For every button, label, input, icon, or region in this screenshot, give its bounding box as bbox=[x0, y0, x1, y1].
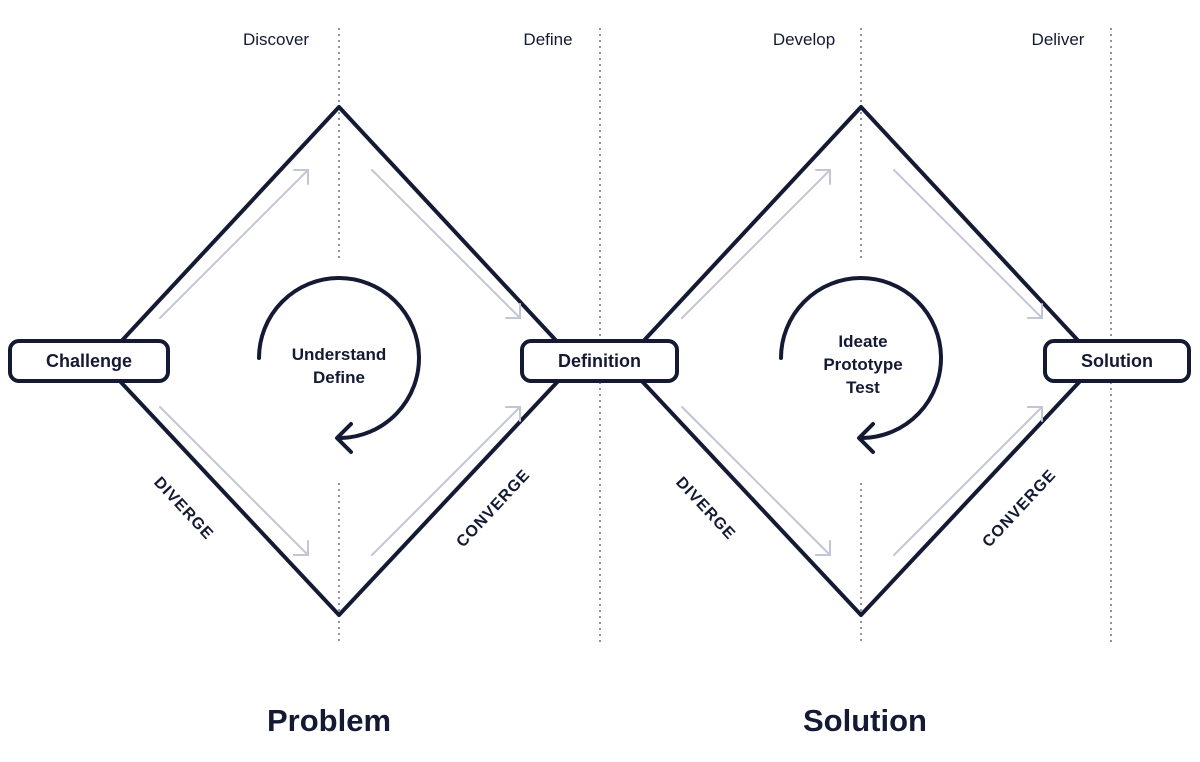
node-solution-label: Solution bbox=[1081, 350, 1153, 371]
flow-arrows bbox=[159, 169, 1043, 556]
loop-arrow-1 bbox=[257, 276, 421, 440]
arrow-converge-down-1 bbox=[371, 169, 521, 319]
phase-label-develop: Develop bbox=[772, 30, 836, 49]
node-definition: Definition bbox=[520, 339, 679, 383]
iteration-loop-2 bbox=[779, 276, 943, 454]
diamond-problem bbox=[100, 105, 578, 617]
activity-understand: Understand bbox=[291, 345, 387, 364]
node-definition-label: Definition bbox=[558, 350, 641, 371]
activity-test: Test bbox=[846, 378, 880, 397]
arrow-diverge-up-2 bbox=[681, 169, 831, 319]
activities-problem: Understand Define bbox=[264, 343, 414, 389]
section-heading-solution: Solution bbox=[803, 703, 927, 738]
section-heading-problem: Problem bbox=[266, 703, 392, 738]
arrow-diverge-down-2 bbox=[681, 406, 831, 556]
activity-define: Define bbox=[313, 368, 365, 387]
activity-prototype: Prototype bbox=[823, 355, 903, 374]
arrow-diverge-up-1 bbox=[159, 169, 309, 319]
loop-arrow-2 bbox=[779, 276, 943, 440]
loop-arrowhead-2 bbox=[857, 422, 875, 454]
arrow-converge-up-2 bbox=[893, 406, 1043, 556]
loop-arrowhead-1 bbox=[335, 422, 353, 454]
phase-label-define: Define bbox=[523, 30, 573, 49]
arrow-converge-down-2 bbox=[893, 169, 1043, 319]
arrow-diverge-down-1 bbox=[159, 406, 309, 556]
activity-ideate: Ideate bbox=[838, 332, 888, 351]
node-challenge-label: Challenge bbox=[45, 350, 133, 371]
node-solution: Solution bbox=[1043, 339, 1191, 383]
iteration-loop-1 bbox=[257, 276, 421, 454]
diamond-solution bbox=[622, 105, 1100, 617]
arrow-converge-up-1 bbox=[371, 406, 521, 556]
activities-solution: Ideate Prototype Test bbox=[788, 330, 938, 399]
node-challenge: Challenge bbox=[8, 339, 170, 383]
phase-label-discover: Discover bbox=[242, 30, 310, 49]
phase-label-deliver: Deliver bbox=[1031, 30, 1085, 49]
